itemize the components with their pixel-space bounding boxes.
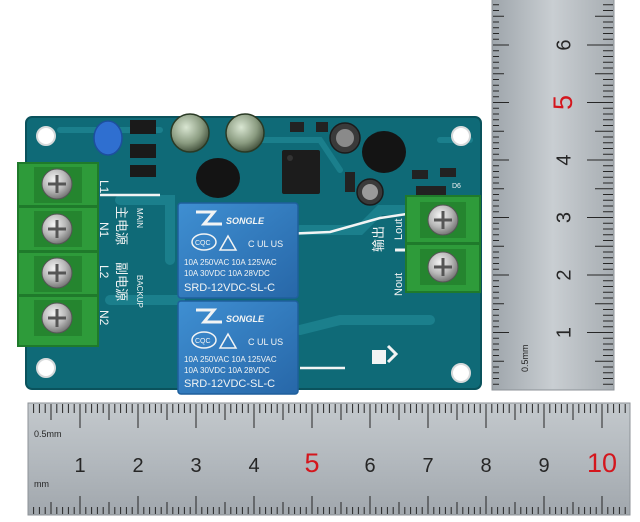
- vertical-ruler-ticks: [493, 4, 613, 385]
- warning-triangle-icon: [218, 234, 238, 251]
- board-logo-icon: [372, 344, 399, 364]
- horizontal-ruler-ticks: [33, 404, 626, 514]
- relay-2: SONGLE CQC C UL US 10A 250VAC 10A 125VAC…: [177, 300, 299, 395]
- relay-2-model: SRD-12VDC-SL-C: [184, 378, 275, 390]
- label-n2: N2: [97, 310, 111, 326]
- ruler-number: 6: [553, 39, 575, 50]
- smd-diode: [130, 165, 156, 177]
- ruler-number: 4: [248, 455, 259, 477]
- ruler-number: 3: [553, 212, 575, 223]
- relay-1: SONGLE CQC C UL US 10A 250VAC 10A 125VAC…: [177, 202, 299, 299]
- horizontal-ruler-unit-bottom: mm: [34, 479, 49, 489]
- mounting-hole: [451, 363, 471, 383]
- warning-triangle-icon: [218, 332, 238, 349]
- relay-board: D6 L1 N1 主电源 MAIN L2 副电源 BACKUP N2: [17, 113, 482, 395]
- ruler-number: 1: [553, 327, 575, 338]
- label-main-en: MAIN: [135, 208, 144, 228]
- mounting-hole: [451, 126, 471, 146]
- dip-chip: [282, 150, 320, 194]
- ruler-number: 9: [538, 455, 549, 477]
- ruler-number: 7: [422, 455, 433, 477]
- relay-1-ul: C UL US: [248, 239, 283, 249]
- ruler-number: 6: [364, 455, 375, 477]
- mounting-hole: [36, 126, 56, 146]
- relay-2-spec-1: 10A 250VAC 10A 125VAC: [184, 355, 277, 364]
- relay-2-ul: C UL US: [248, 337, 283, 347]
- ruler-number: 5: [304, 448, 319, 478]
- mounting-hole: [36, 358, 56, 378]
- vertical-ruler: 6 5 4 3 2 1 0.5mm: [491, 0, 615, 391]
- label-backup-cn: 副电源: [114, 262, 129, 301]
- ruler-number: 2: [553, 269, 575, 280]
- ruler-number: 10: [587, 448, 617, 478]
- vertical-ruler-unit: 0.5mm: [520, 344, 530, 372]
- smd-part: [412, 170, 428, 179]
- label-nout: Nout: [393, 273, 405, 296]
- screw-slot: [434, 211, 452, 229]
- cqc-mark-icon: [191, 331, 217, 349]
- terminal-divider: [18, 205, 98, 208]
- pcb-trace: [105, 195, 435, 335]
- output-terminal-block: [405, 195, 481, 293]
- inductor: [196, 158, 240, 198]
- terminal-divider: [406, 242, 480, 245]
- chip-notch: [287, 155, 293, 161]
- vertical-ruler-body: [491, 0, 615, 391]
- vertical-ruler-numbers: 6 5 4 3 2 1: [548, 39, 578, 338]
- relay-1-spec-2: 10A 30VDC 10A 28VDC: [184, 269, 270, 278]
- label-backup-en: BACKUP: [135, 275, 144, 308]
- horizontal-ruler-numbers: 1 2 3 4 5 6 7 8 9 10: [74, 448, 617, 478]
- smd-part: [316, 122, 328, 132]
- capacitor-top: [336, 129, 354, 147]
- ruler-number: 5: [548, 95, 578, 110]
- relay-1-cqc: CQC: [195, 240, 211, 247]
- screw-slot: [48, 309, 66, 327]
- smd-part: [345, 172, 355, 192]
- relay-1-spec-1: 10A 250VAC 10A 125VAC: [184, 258, 277, 267]
- cqc-mark-icon: [191, 233, 217, 251]
- screw-slot: [48, 264, 66, 282]
- ruler-number: 3: [190, 455, 201, 477]
- songle-logo-icon: [196, 210, 222, 226]
- screw-slot: [48, 175, 66, 193]
- horizontal-ruler-body: [27, 402, 631, 516]
- horizontal-ruler-unit-top: 0.5mm: [34, 429, 62, 439]
- screw-slot: [48, 220, 66, 238]
- label-main-cn: 主电源: [114, 206, 129, 245]
- electrolytic-capacitor: [170, 113, 210, 153]
- ruler-number: 4: [553, 154, 575, 165]
- terminal-divider: [18, 250, 98, 253]
- label-n1: N1: [97, 222, 111, 238]
- label-lout: Lout: [393, 219, 405, 240]
- relay-1-brand: SONGLE: [226, 216, 265, 226]
- inductor: [362, 131, 406, 173]
- smd-part: [416, 186, 446, 195]
- relay-2-brand: SONGLE: [226, 314, 265, 324]
- ruler-number: 1: [74, 455, 85, 477]
- smd-part: [440, 168, 456, 177]
- screw-slot: [434, 258, 452, 276]
- capacitor-top: [362, 184, 378, 200]
- smd-part: [290, 122, 304, 132]
- ceramic-capacitor: [93, 120, 123, 156]
- ruler-number: 8: [480, 455, 491, 477]
- input-terminal-block: [17, 162, 99, 347]
- ruler-number: 2: [132, 455, 143, 477]
- label-d6: D6: [452, 183, 461, 190]
- smd-diode: [130, 144, 156, 158]
- electrolytic-capacitor: [225, 113, 265, 153]
- label-l1: L1: [97, 180, 111, 194]
- relay-2-cqc: CQC: [195, 338, 211, 345]
- songle-logo-icon: [196, 308, 222, 324]
- horizontal-ruler: 1 2 3 4 5 6 7 8 9 10 0.5mm mm: [27, 402, 631, 516]
- label-output-cn: 输出: [371, 226, 386, 252]
- terminal-divider: [18, 294, 98, 297]
- smd-diode: [130, 120, 156, 134]
- relay-2-spec-2: 10A 30VDC 10A 28VDC: [184, 366, 270, 375]
- label-l2: L2: [97, 265, 111, 279]
- relay-1-model: SRD-12VDC-SL-C: [184, 282, 275, 294]
